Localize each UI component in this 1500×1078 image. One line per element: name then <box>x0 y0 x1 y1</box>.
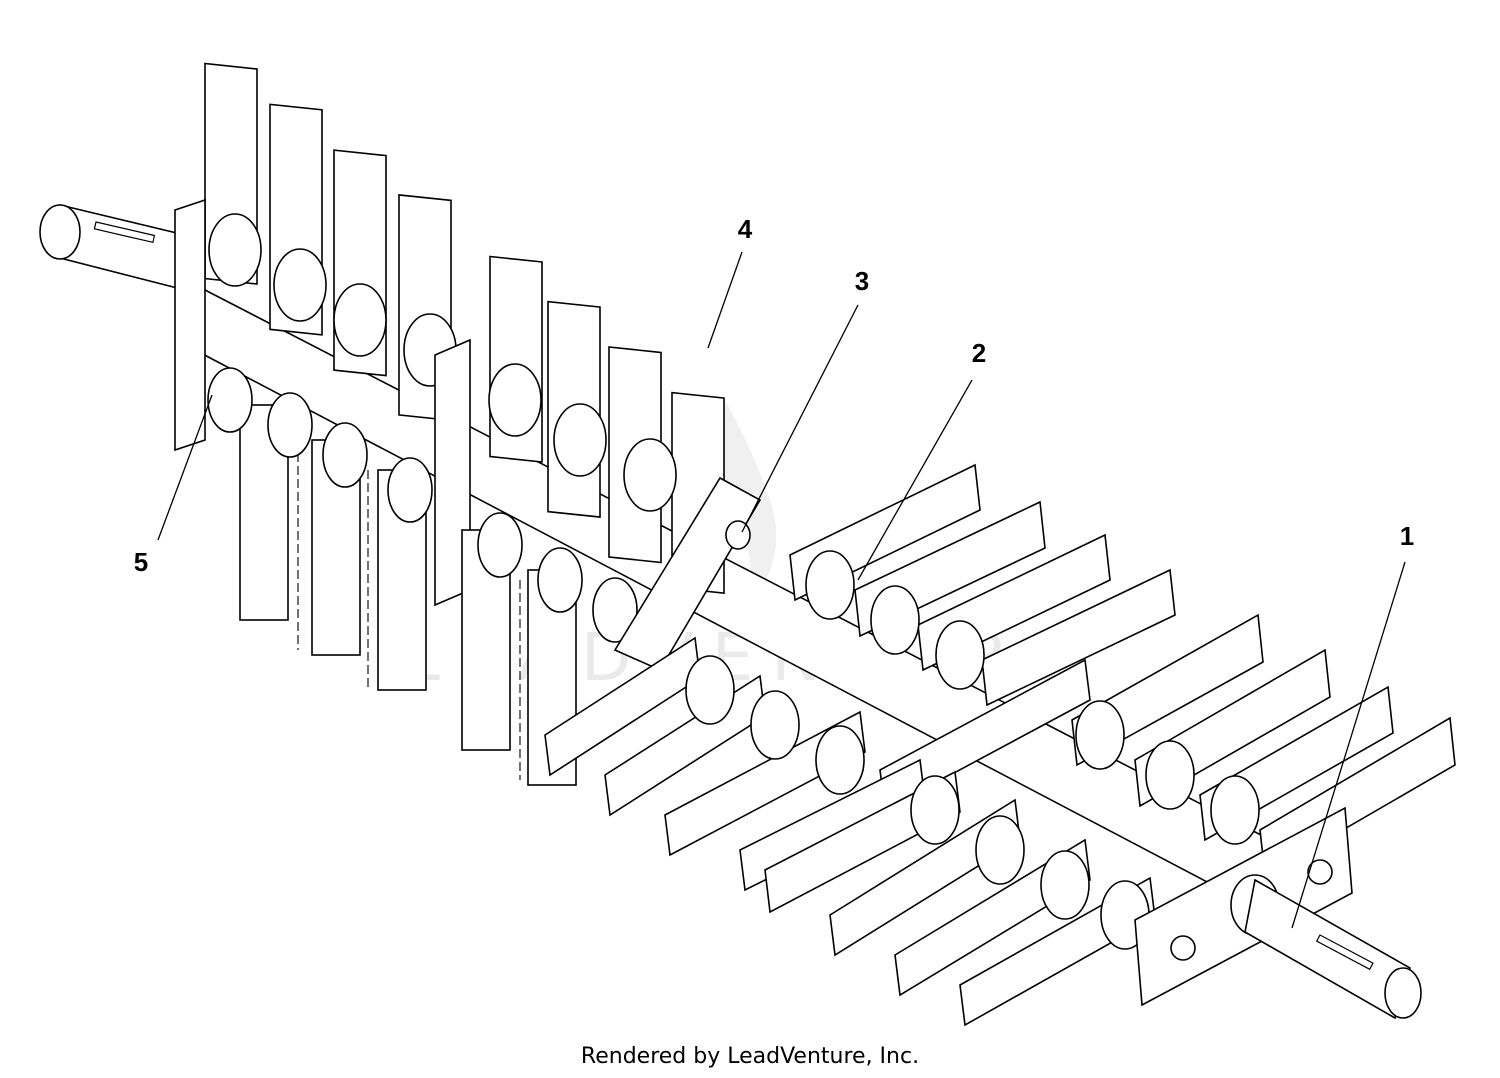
callout-labels: 1 2 3 4 5 <box>134 214 1414 577</box>
spacer-rollers-lower-left <box>207 367 638 643</box>
callout-label-2: 2 <box>972 338 986 368</box>
leader-line-2 <box>857 379 973 581</box>
left-shaft-end <box>39 203 186 292</box>
spacer-rollers-upper <box>208 213 677 512</box>
angled-bracket <box>613 476 762 672</box>
callout-label-3: 3 <box>855 266 869 296</box>
spacer-rollers-upper-right <box>805 550 1260 845</box>
right-shaft-end <box>1244 878 1422 1020</box>
leader-line-3 <box>741 304 859 533</box>
callout-leaders <box>157 251 1406 929</box>
callout-label-4: 4 <box>738 214 753 244</box>
left-end-plate <box>174 198 206 452</box>
callout-label-5: 5 <box>134 547 148 577</box>
leader-line-5 <box>157 394 213 541</box>
callout-label-1: 1 <box>1400 521 1414 551</box>
leader-line-4 <box>707 251 743 349</box>
leader-line-1 <box>1291 561 1406 929</box>
footer-credit: Rendered by LeadVenture, Inc. <box>580 1044 920 1069</box>
rotor-assembly-drawing: LEADVENTURE <box>39 62 1456 1027</box>
